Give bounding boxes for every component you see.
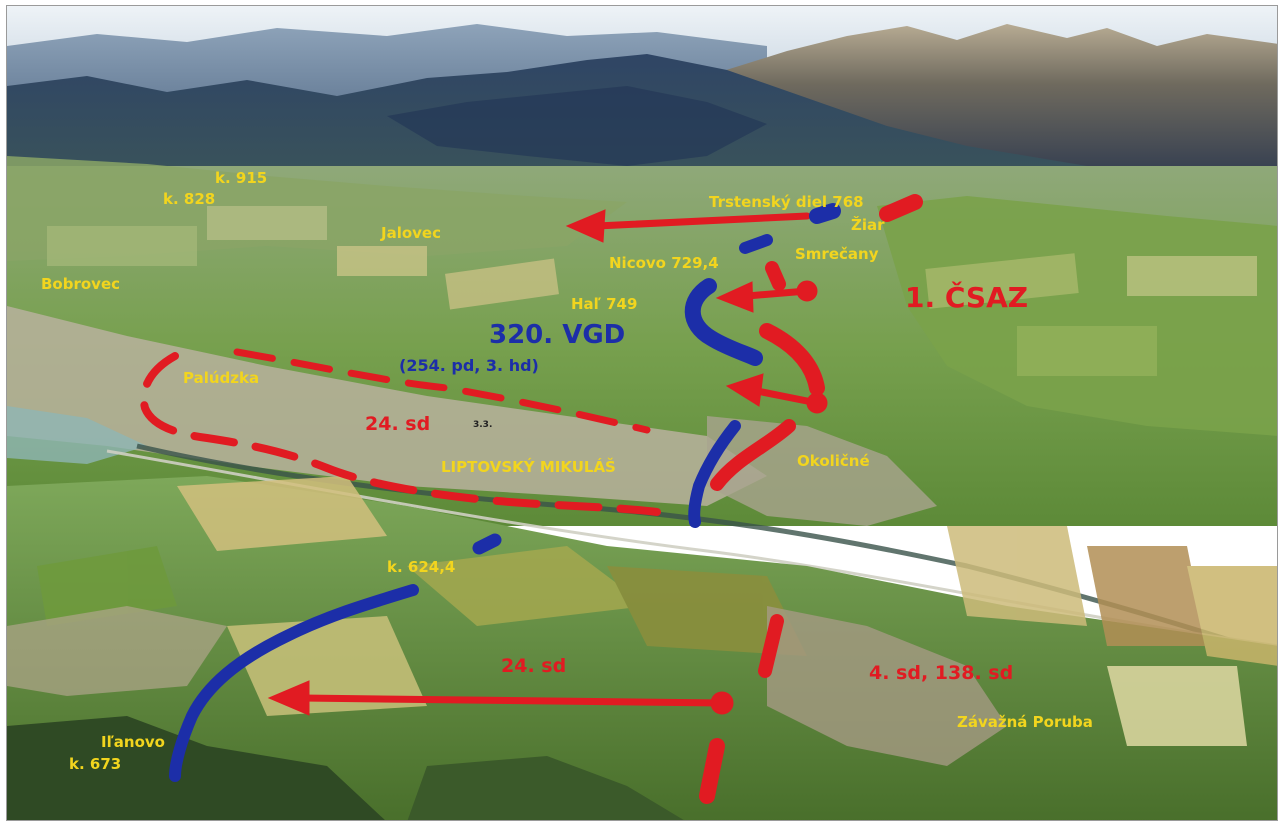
label-k673: k. 673 (69, 755, 121, 773)
village-west (7, 606, 227, 696)
label-trstensky: Trstenský diel 768 (709, 193, 864, 211)
town-area (7, 306, 767, 506)
label-zavazna-poruba: Závažná Poruba (957, 713, 1093, 731)
foreground-strips (37, 476, 1277, 746)
map-frame: k. 915 k. 828 Jalovec Bobrovec Trstenský… (6, 5, 1278, 821)
label-paludzka: Palúdzka (183, 369, 259, 387)
village-zavazna (767, 606, 1007, 766)
label-ilanovo: Iľanovo (101, 733, 165, 751)
tatra-peaks (707, 24, 1277, 196)
blue-front-lines (169, 203, 841, 782)
label-k828: k. 828 (163, 190, 215, 208)
unit-label-4sd-138sd: 4. sd, 138. sd (869, 662, 1013, 684)
label-nicovo: Nicovo 729,4 (609, 254, 719, 272)
label-jalovec: Jalovec (380, 224, 441, 242)
forest-foreground-2 (407, 756, 684, 820)
label-bobrovec: Bobrovec (41, 275, 120, 293)
label-liptovsky-mikulas: LIPTOVSKÝ MIKULÁŠ (441, 457, 616, 476)
red-arrows (267, 209, 828, 716)
unit-label-csaz: 1. ČSAZ (905, 280, 1028, 314)
field-patches (47, 206, 1257, 376)
unit-label-marker: 3.3. (473, 420, 492, 430)
ridge-shadow (387, 86, 767, 166)
unit-label-24sd-lower: 24. sd (501, 655, 566, 677)
unit-label-24sd-upper: 24. sd (365, 413, 430, 435)
reservoir (7, 406, 147, 464)
forest-foreground (7, 716, 385, 820)
unit-label-vgd: 320. VGD (489, 320, 625, 350)
east-hills (877, 196, 1277, 436)
label-ziar: Žiar (851, 215, 885, 234)
unit-label-pd: (254. pd, 3. hd) (399, 356, 539, 375)
label-smrecany: Smrečany (795, 245, 879, 263)
label-k915: k. 915 (215, 169, 267, 187)
label-okolicne: Okoličné (797, 452, 870, 470)
label-k624: k. 624,4 (387, 558, 455, 576)
red-front-lines (139, 194, 923, 804)
aerial-map: k. 915 k. 828 Jalovec Bobrovec Trstenský… (7, 6, 1277, 820)
label-hal: Haľ 749 (571, 295, 637, 313)
